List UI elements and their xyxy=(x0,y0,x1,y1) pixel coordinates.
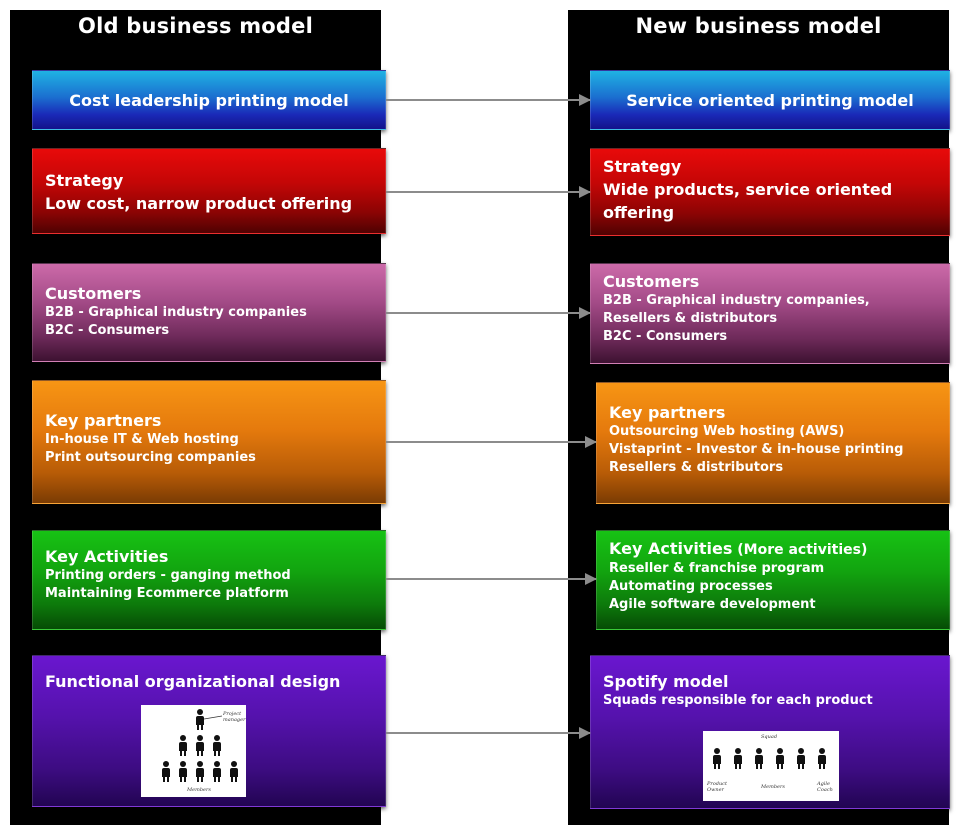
old-customers-line-2: B2C - Consumers xyxy=(45,323,170,338)
arrow-organization xyxy=(386,727,591,739)
member-figure xyxy=(213,761,221,782)
old-activities-line-1: Printing orders - ganging method xyxy=(45,568,291,583)
new-activities-box: Key Activities (More activities) Reselle… xyxy=(596,530,950,630)
old-organization-heading: Functional organizational design xyxy=(45,672,341,691)
new-strategy-box: Strategy Wide products, service oriented… xyxy=(590,148,950,236)
new-model-box: Service oriented printing model xyxy=(590,70,950,130)
new-strategy-line1: Wide products, service oriented xyxy=(603,180,893,199)
arrow-activities xyxy=(386,573,597,585)
member-figure xyxy=(162,761,170,782)
member-figure xyxy=(818,748,826,769)
arrow-model xyxy=(386,94,591,106)
new-customers-heading: Customers xyxy=(603,272,700,291)
old-partners-heading: Key partners xyxy=(45,411,162,430)
new-model-title: New business model xyxy=(635,14,882,38)
old-model-box: Cost leadership printing model xyxy=(32,70,386,130)
new-activities-line-2: Automating processes xyxy=(609,579,773,594)
new-activities-line-1: Reseller & franchise program xyxy=(609,561,825,576)
new-model-label: Service oriented printing model xyxy=(626,90,914,110)
old-partners-box: Key partners In-house IT & Web hosting P… xyxy=(32,380,386,504)
member-figure xyxy=(196,761,204,782)
old-customers-box: Customers B2B - Graphical industry compa… xyxy=(32,263,386,362)
new-partners-heading: Key partners xyxy=(609,403,726,422)
new-organization-line: Squads responsible for each product xyxy=(603,693,873,708)
member-figure xyxy=(179,761,187,782)
member-figure xyxy=(776,748,784,769)
member-figure xyxy=(755,748,763,769)
manager-caption: Project manager xyxy=(223,711,246,723)
old-activities-heading: Key Activities xyxy=(45,547,169,566)
arrow-customers xyxy=(386,307,591,319)
new-customers-box: Customers B2B - Graphical industry compa… xyxy=(590,263,950,364)
old-activities-box: Key Activities Printing orders - ganging… xyxy=(32,530,386,630)
new-strategy-heading: Strategy xyxy=(603,157,682,176)
product-owner-caption: Product Owner xyxy=(707,781,727,793)
old-model-label: Cost leadership printing model xyxy=(69,90,349,110)
arrow-partners xyxy=(386,436,597,448)
arrow-strategy xyxy=(386,186,591,198)
new-activities-heading: Key Activities xyxy=(609,539,733,558)
member-figure xyxy=(797,748,805,769)
new-organization-heading: Spotify model xyxy=(603,672,729,691)
member-figure xyxy=(713,748,721,769)
old-partners-line-2: Print outsourcing companies xyxy=(45,450,256,465)
hierarchy-illustration: Project manager Members xyxy=(141,705,246,797)
pointer-line xyxy=(204,715,223,720)
new-partners-line-2: Vistaprint - Investor & in-house printin… xyxy=(609,442,904,457)
new-customers-line-3: B2C - Consumers xyxy=(603,329,728,344)
old-strategy-box: Strategy Low cost, narrow product offeri… xyxy=(32,148,386,234)
member-figure xyxy=(179,735,187,756)
old-partners-line-1: In-house IT & Web hosting xyxy=(45,432,239,447)
new-strategy-line2: offering xyxy=(603,203,675,222)
new-customers-line-1: B2B - Graphical industry companies, xyxy=(603,293,870,308)
member-figure xyxy=(213,735,221,756)
old-strategy-heading: Strategy xyxy=(45,171,124,190)
new-activities-heading-row: Key Activities (More activities) xyxy=(609,539,937,560)
new-customers-line-2: Resellers & distributors xyxy=(603,311,778,326)
new-activities-heading-suffix: (More activities) xyxy=(732,542,868,558)
member-figure xyxy=(734,748,742,769)
new-activities-line-3: Agile software development xyxy=(609,597,816,612)
members-caption: Members xyxy=(187,787,211,793)
squad-illustration: Squad Product Owner Members Agile Coach xyxy=(703,731,839,801)
old-activities-line-2: Maintaining Ecommerce platform xyxy=(45,586,289,601)
old-model-title: Old business model xyxy=(78,14,313,38)
new-partners-line-3: Resellers & distributors xyxy=(609,460,784,475)
member-figure xyxy=(196,735,204,756)
new-partners-line-1: Outsourcing Web hosting (AWS) xyxy=(609,424,845,439)
manager-figure xyxy=(196,709,204,730)
squad-caption: Squad xyxy=(761,734,778,740)
new-partners-box: Key partners Outsourcing Web hosting (AW… xyxy=(596,382,950,504)
members-caption: Members xyxy=(761,784,785,790)
member-figure xyxy=(230,761,238,782)
agile-coach-caption: Agile Coach xyxy=(817,781,833,793)
old-customers-line-1: B2B - Graphical industry companies xyxy=(45,305,307,320)
old-strategy-line: Low cost, narrow product offering xyxy=(45,194,353,213)
old-customers-heading: Customers xyxy=(45,284,142,303)
